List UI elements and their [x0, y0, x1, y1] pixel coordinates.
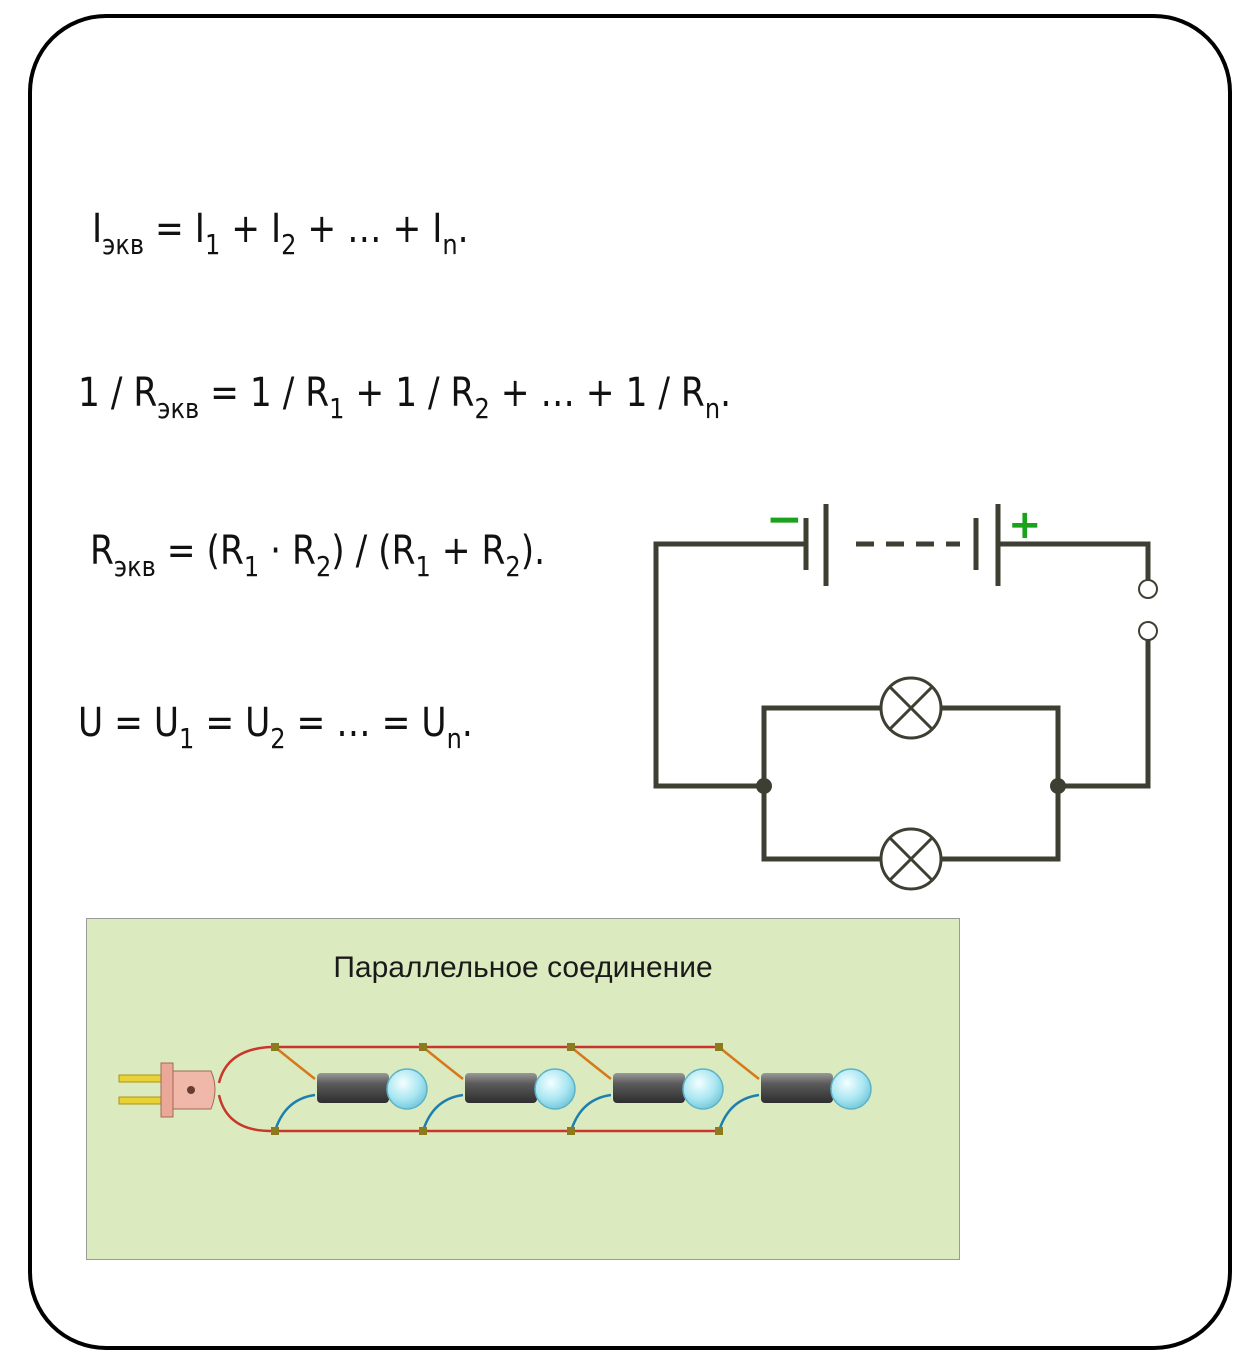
branch-top-right: [941, 705, 1061, 786]
bulb-4: [717, 1046, 872, 1132]
formula-resistance-reciprocal: 1 / Rэкв = 1 / R1 + 1 / R2 + … + 1 / Rn.: [78, 370, 732, 425]
wire-left: [653, 541, 806, 789]
branch-top-left: [761, 705, 881, 786]
lamp-top: [879, 676, 943, 740]
branch-bottom-right: [941, 786, 1061, 862]
junction-left: [756, 778, 772, 794]
power-plug: [118, 1062, 216, 1118]
switch-contact-top: [1138, 579, 1158, 599]
branch-bottom-left: [761, 786, 881, 862]
bulb-1: [273, 1046, 428, 1132]
wire-right-bottom: [1058, 640, 1151, 789]
parallel-connection-panel: Параллельное соединение: [86, 918, 960, 1260]
bulb-garland-illustration: [118, 1043, 872, 1135]
minus-label: −: [766, 494, 803, 545]
parallel-circuit-diagram: − +: [653, 494, 1158, 891]
switch-contact-bottom: [1138, 621, 1158, 641]
junction-right: [1050, 778, 1066, 794]
wire-right-top: [998, 541, 1151, 580]
formula-voltage-equal: U = U1 = U2 = … = Un.: [78, 700, 473, 755]
formula-current-sum: Iэкв = I1 + I2 + … + In.: [92, 206, 469, 261]
bulb-3: [569, 1046, 724, 1132]
formula-two-resistors: Rэкв = (R1 · R2) / (R1 + R2).: [90, 528, 546, 583]
lamp-bottom: [879, 827, 943, 891]
plus-label: +: [1008, 502, 1042, 548]
bulb-2: [421, 1046, 576, 1132]
panel-title: Параллельное соединение: [333, 951, 713, 984]
